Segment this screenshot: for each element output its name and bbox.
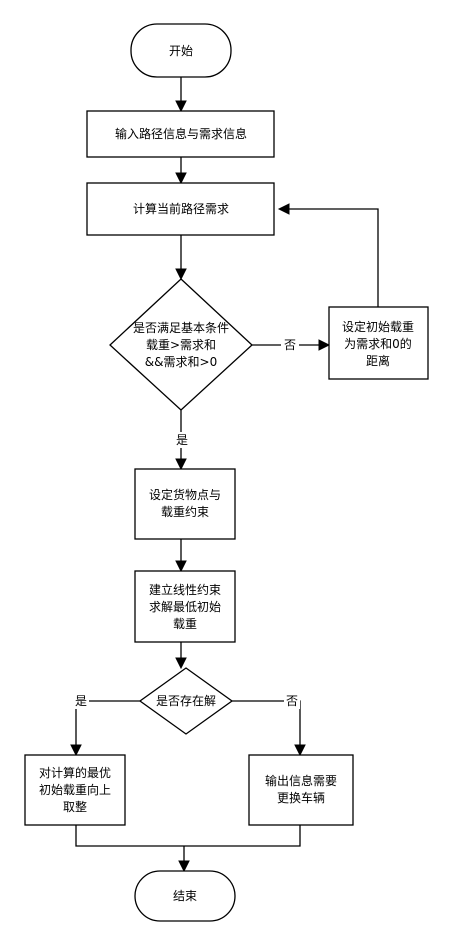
arrowhead-set-cargo (175, 458, 187, 471)
edge-label-basic-no: 否 (284, 338, 296, 352)
calc-demand-box (86, 182, 275, 236)
output-replace-line-2: 更换车辆 (277, 790, 325, 805)
edge-label-basic-yes: 是 (176, 433, 188, 447)
check-solution-diamond (138, 667, 234, 735)
arrowhead-end (178, 860, 190, 873)
check-solution-label: 是否存在解 (156, 694, 216, 708)
arrowhead-build (175, 560, 187, 573)
set-initial-line-2: 为需求和0的 (344, 336, 412, 351)
ceil-result-line-2: 初始载重向上 (39, 782, 111, 797)
arrowhead-input (175, 100, 187, 113)
build-linear-constraint-box (134, 570, 236, 643)
edge-label-bg-solution-no (284, 693, 300, 709)
ceil-result-line-3: 取整 (63, 799, 87, 814)
arrowhead-set-initial (318, 339, 331, 351)
edge-label-bg-basic-no (281, 337, 299, 353)
output-replace-line-1: 输出信息需要 (265, 773, 337, 788)
build-constraint-line-1: 建立线性约束 (149, 582, 221, 597)
set-initial-load-box (328, 306, 429, 380)
build-constraint-line-2: 求解最低初始 (149, 600, 221, 614)
output-replace-vehicle-box (248, 754, 354, 826)
set-cargo-constraint-box (134, 468, 236, 540)
edge-label-solution-no: 否 (286, 694, 298, 708)
end-label: 结束 (173, 889, 197, 903)
set-initial-line-1: 设定初始载重 (342, 319, 414, 334)
check-basic-line-3: &&需求和>0 (145, 355, 217, 369)
arrowhead-check-basic (175, 268, 187, 281)
start-terminal (130, 23, 232, 78)
arrowhead-calc-loop (277, 203, 290, 215)
edge-label-bg-basic-yes (174, 432, 190, 448)
build-constraint-line-3: 载重 (173, 617, 197, 631)
start-label: 开始 (169, 44, 193, 58)
calc-demand-label: 计算当前路径需求 (133, 201, 229, 216)
set-cargo-line-2: 载重约束 (161, 504, 209, 519)
end-terminal (134, 870, 236, 922)
ceil-result-line-1: 对计算的最优 (39, 765, 111, 780)
arrowhead-calc (175, 172, 187, 185)
check-basic-condition-diamond (109, 278, 253, 411)
arrowhead-check-solution (175, 657, 187, 670)
arrowhead-output (294, 744, 306, 757)
input-info-box (86, 110, 275, 158)
ceil-result-box (24, 754, 126, 826)
edge-label-solution-yes: 是 (75, 694, 87, 708)
edge-label-bg-solution-yes (73, 693, 89, 709)
set-initial-line-3: 距离 (366, 353, 390, 368)
arrowhead-ceil (70, 744, 82, 757)
check-basic-line-1: 是否满足基本条件 (133, 321, 229, 335)
edge-ceil-to-merge (75, 825, 301, 847)
edge-set-initial-loop-to-calc (288, 208, 379, 307)
input-info-label: 输入路径信息与需求信息 (115, 126, 247, 141)
set-cargo-line-1: 设定货物点与 (149, 487, 221, 502)
check-basic-line-2: 载重>需求和 (146, 338, 216, 352)
